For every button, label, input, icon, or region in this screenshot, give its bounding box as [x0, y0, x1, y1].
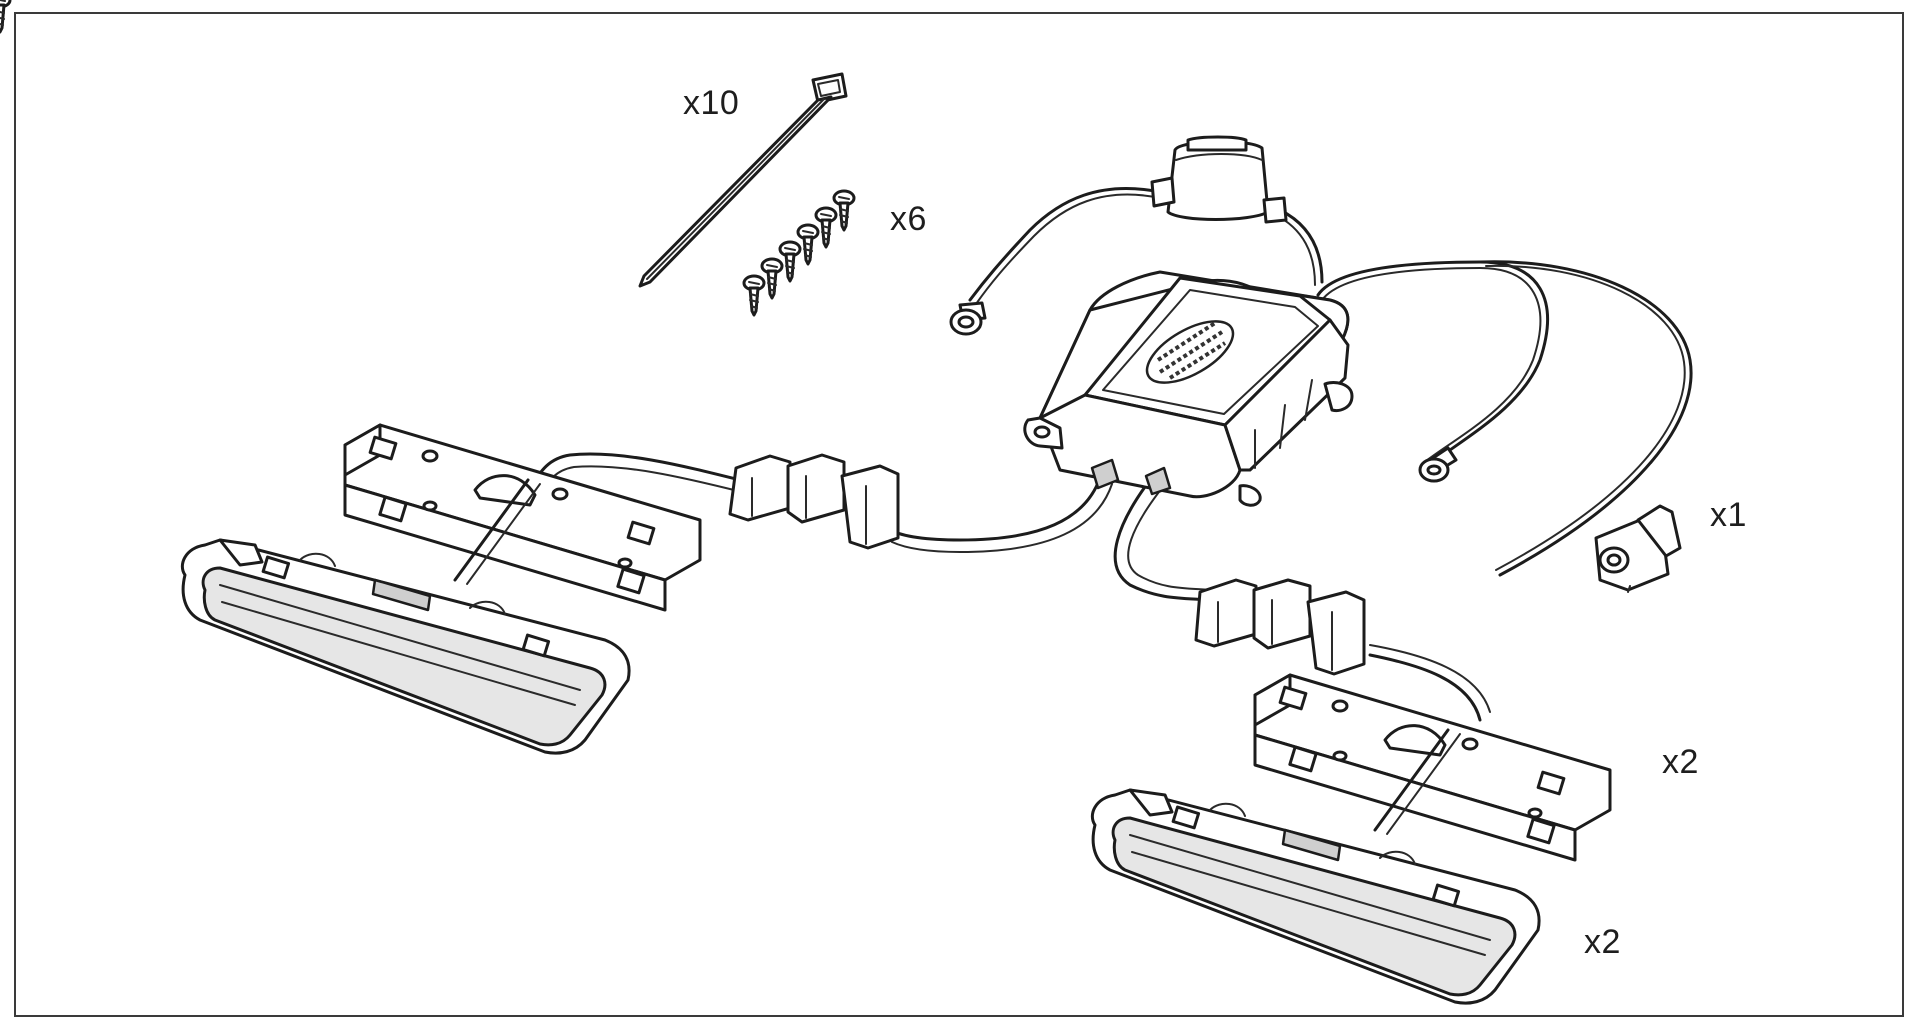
- cable-tie-quantity: x10: [683, 84, 740, 122]
- led-lamp-quantity: x2: [1584, 923, 1621, 961]
- fuse-holder: [1150, 135, 1288, 224]
- control-box: [1023, 270, 1354, 507]
- brand-logo-icon: [1145, 320, 1235, 384]
- screws-set: [0, 0, 856, 317]
- mounting-bracket-left: [343, 423, 702, 612]
- connector-left: [728, 453, 900, 550]
- led-lamp-right: [1090, 788, 1541, 1005]
- mounting-bracket-quantity: x2: [1662, 743, 1699, 781]
- screws-quantity: x6: [890, 200, 927, 238]
- connector-right: [1194, 578, 1366, 676]
- cable-tie: [638, 72, 848, 288]
- connector-clip: [1594, 504, 1682, 593]
- connector-clip-quantity: x1: [1710, 496, 1747, 534]
- wiring-harness: [528, 187, 1693, 722]
- diagram-frame: [14, 12, 1904, 1017]
- led-lamp-left: [180, 538, 631, 755]
- mounting-bracket-right: [1253, 673, 1612, 862]
